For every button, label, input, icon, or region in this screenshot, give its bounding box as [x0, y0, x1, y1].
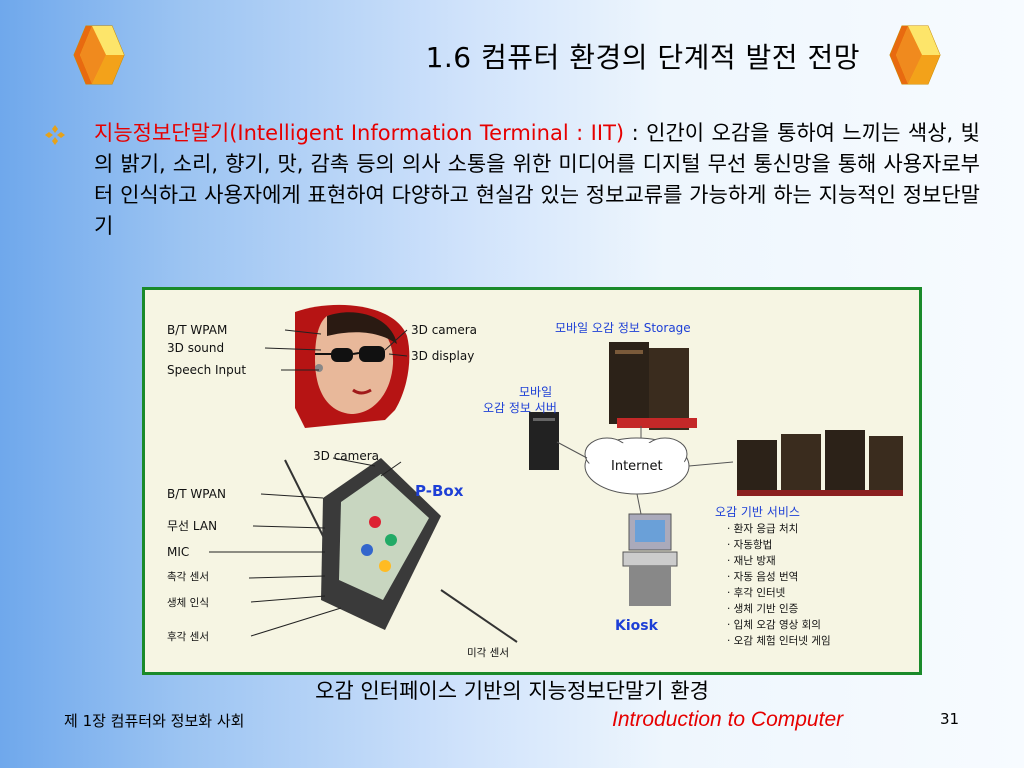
label-3d-sound: 3D sound	[167, 341, 224, 355]
label-speech-input: Speech Input	[167, 363, 246, 377]
kiosk-illustration	[622, 513, 678, 606]
footer-chapter: 제 1장 컴퓨터와 정보화 사회	[64, 712, 245, 730]
storage-server-illustration	[609, 342, 697, 430]
service-item: · 자동 음성 번역	[727, 571, 798, 583]
label-biometric: 생체 인식	[167, 597, 209, 609]
service-item: · 후각 인터넷	[727, 587, 786, 599]
services-title: 오감 기반 서비스	[715, 505, 800, 519]
slide-title: 1.6 컴퓨터 환경의 단계적 발전 전망	[425, 41, 860, 74]
label-kiosk: Kiosk	[615, 618, 659, 634]
service-item: · 재난 방재	[727, 555, 776, 567]
page-number: 31	[940, 710, 960, 728]
label-wireless-lan: 무선 LAN	[167, 519, 217, 533]
label-server-line2: 오감 정보 서버	[483, 401, 557, 415]
label-3d-camera-head: 3D camera	[411, 323, 477, 337]
figure-illustration: B/T WPAM 3D sound Speech Input 3D camera…	[167, 304, 903, 659]
server-tower-illustration	[529, 412, 559, 470]
label-olfactory-sensor: 후각 센서	[167, 631, 209, 643]
four-diamond-bullet-icon	[45, 125, 65, 145]
service-item: · 자동항법	[727, 539, 772, 551]
iit-environment-figure: B/T WPAM 3D sound Speech Input 3D camera…	[142, 287, 922, 675]
hexagon-logo-icon	[73, 25, 125, 85]
label-taste-sensor: 미각 센서	[467, 647, 509, 659]
service-item: · 입체 오감 영상 회의	[727, 618, 821, 631]
label-3d-camera-pda: 3D camera	[313, 449, 379, 463]
label-storage: 모바일 오감 정보 Storage	[555, 321, 691, 335]
bullet-term: 지능정보단말기(Intelligent Information Terminal…	[94, 121, 625, 145]
footer-course-title: Introduction to Computer	[612, 708, 844, 731]
label-internet: Internet	[611, 459, 663, 474]
service-item: · 오감 체험 인터넷 게임	[727, 634, 831, 647]
service-item: · 환자 응급 처치	[727, 523, 798, 535]
hexagon-logo-icon	[889, 25, 941, 85]
pda-device-illustration	[284, 458, 518, 643]
label-pbox: P-Box	[415, 482, 464, 500]
figure-caption: 오감 인터페이스 기반의 지능정보단말기 환경	[315, 679, 709, 703]
bullet-definition: : 인간이 오감을 통하여 느끼는 색상, 빛의 밝기, 소리, 향기, 맛, …	[94, 121, 980, 238]
label-mic: MIC	[167, 545, 189, 559]
label-bt-wpan: B/T WPAN	[167, 487, 226, 501]
label-server-line1: 모바일	[519, 385, 552, 399]
bullet-paragraph: 지능정보단말기(Intelligent Information Terminal…	[94, 118, 980, 242]
data-center-rack-illustration	[737, 430, 903, 496]
label-tactile-sensor: 촉각 센서	[167, 571, 209, 583]
user-head-illustration	[295, 304, 410, 428]
label-bt-wpam: B/T WPAM	[167, 323, 227, 337]
label-3d-display: 3D display	[411, 349, 474, 363]
service-item: · 생체 기반 인증	[727, 603, 799, 615]
internet-cloud-icon	[556, 426, 734, 515]
